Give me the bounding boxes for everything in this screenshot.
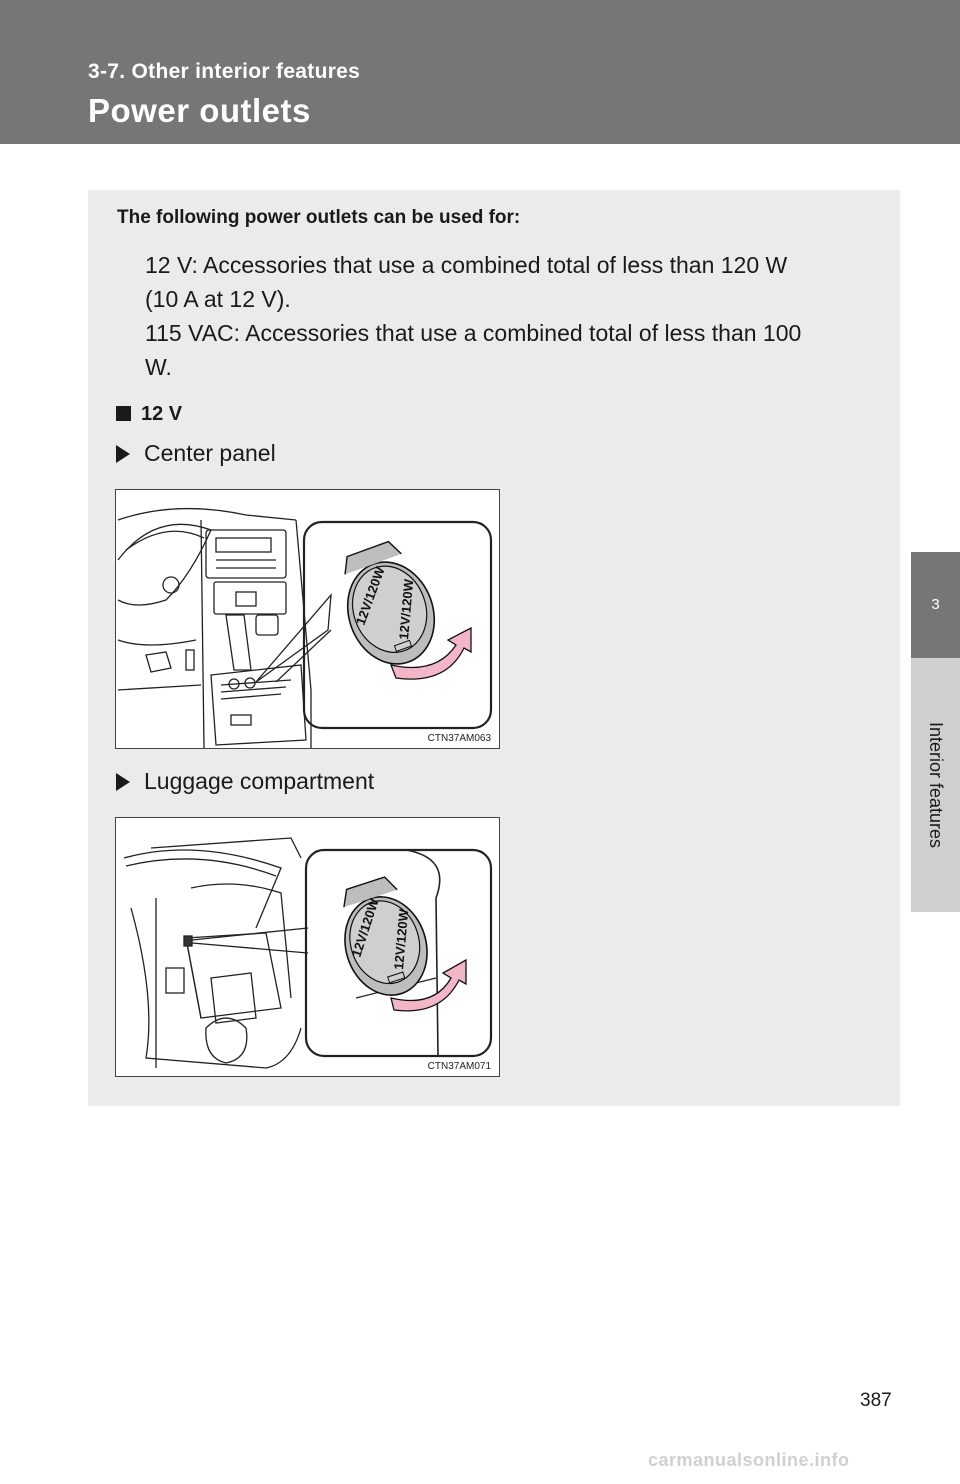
para-12v-line1: 12 V: Accessories that use a combined to… bbox=[145, 252, 788, 278]
figure-center-panel: 12V/120W 12V/120W CTN37AM063 bbox=[115, 489, 500, 749]
bullet-center-panel-label: Center panel bbox=[144, 440, 276, 466]
figure-luggage: 12V/120W 12V/120W CTN37AM071 bbox=[115, 817, 500, 1077]
center-panel-illustration: 12V/120W 12V/120W bbox=[117, 507, 493, 749]
chapter-tab-number: 3 bbox=[911, 552, 960, 658]
triangle-bullet-icon bbox=[116, 773, 130, 791]
watermark: carmanualsonline.info bbox=[648, 1450, 850, 1470]
outlet-cap-label-2: 12V/120W bbox=[391, 908, 411, 971]
bullet-luggage: Luggage compartment bbox=[116, 768, 374, 795]
outlet-cap-label-2: 12V/120W bbox=[396, 578, 416, 641]
section-label: 3-7. Other interior features bbox=[88, 60, 361, 83]
bullet-luggage-label: Luggage compartment bbox=[144, 768, 375, 794]
figure-code: CTN37AM063 bbox=[427, 733, 491, 744]
page-header: 3-7. Other interior features Power outle… bbox=[0, 0, 960, 144]
section-12v-heading: 12 V bbox=[116, 403, 182, 426]
section-12v-label: 12 V bbox=[141, 403, 183, 425]
para-115v-line2: W. bbox=[145, 354, 172, 380]
page-number: 387 bbox=[860, 1390, 892, 1411]
triangle-bullet-icon bbox=[116, 445, 130, 463]
para-115v-line1: 115 VAC: Accessories that use a combined… bbox=[145, 320, 802, 346]
para-12v-line2: (10 A at 12 V). bbox=[145, 286, 291, 312]
intro-heading: The following power outlets can be used … bbox=[117, 207, 521, 228]
square-bullet-icon bbox=[116, 406, 131, 421]
figure-code: CTN37AM071 bbox=[427, 1061, 491, 1072]
chapter-tab: Interior features bbox=[911, 658, 960, 912]
page-title: Power outlets bbox=[88, 92, 311, 129]
luggage-illustration: 12V/120W 12V/120W bbox=[123, 837, 493, 1069]
chapter-tab-label: Interior features bbox=[926, 721, 946, 849]
bullet-center-panel: Center panel bbox=[116, 440, 276, 467]
